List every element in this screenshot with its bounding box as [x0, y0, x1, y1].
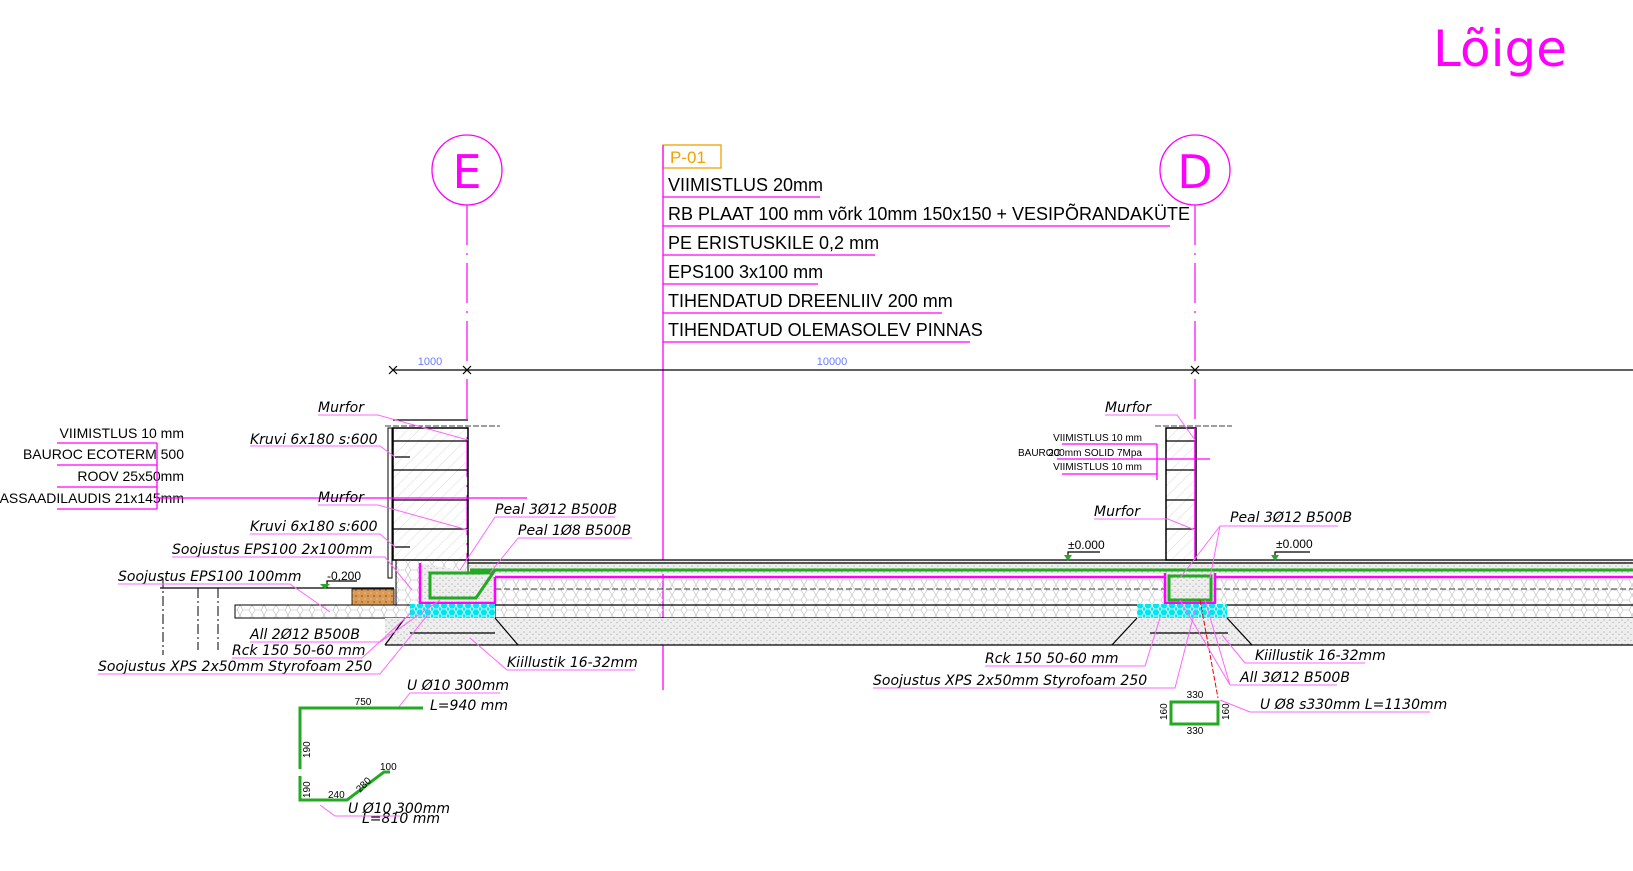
- label-peal-312: Peal 3Ø12 B500B: [495, 502, 617, 518]
- floor-layer: PE ERISTUSKILE 0,2 mm: [668, 233, 879, 253]
- dimension-line: 1000 10000: [388, 356, 1633, 375]
- label-murfor: Murfor: [1094, 504, 1141, 520]
- right-wall-layer-list: VIIMISTLUS 10 mm BAUROC 200mm SOLID 7Mpa…: [1018, 433, 1210, 480]
- label-murfor: Murfor: [318, 400, 365, 416]
- floor-type-code: P-01: [670, 148, 706, 167]
- label-peal: Peal 3Ø12 B500B: [1230, 510, 1352, 526]
- floor-layer: TIHENDATUD DREENLIIV 200 mm: [668, 291, 953, 311]
- wall-layer-prefix: BAUROC: [1018, 448, 1061, 459]
- wall-layer: 200mm SOLID 7Mpa: [1048, 448, 1142, 459]
- level-marker: -0,200: [327, 569, 361, 583]
- label-murfor: Murfor: [1105, 400, 1152, 416]
- level-marker: ±0.000: [1276, 537, 1313, 551]
- label-rck: Rck 150 50-60 mm: [985, 651, 1119, 667]
- grid-label-d: D: [1177, 145, 1212, 199]
- wall-layer: VIIMISTLUS 10 mm: [1053, 433, 1142, 444]
- label-u-bar: U Ø8 s330mm L=1130mm: [1260, 697, 1447, 713]
- label-kruvi: Kruvi 6x180 s:600: [250, 519, 378, 535]
- label-eps-2x100: Soojustus EPS100 2x100mm: [172, 542, 373, 558]
- floor-layer: TIHENDATUD OLEMASOLEV PINNAS: [668, 320, 983, 340]
- floor-layer: EPS100 3x100 mm: [668, 262, 823, 282]
- label-u-bar: U Ø10 300mm: [407, 678, 509, 694]
- label-peal-18: Peal 1Ø8 B500B: [518, 523, 631, 539]
- label-all: All 3Ø12 B500B: [1239, 670, 1350, 686]
- grid-bubble-d: D: [1159, 134, 1231, 560]
- right-annotations: Murfor Murfor Peal 3Ø12 B500B ±0.000 ±0.…: [873, 400, 1447, 713]
- wall-layer: BAUROC ECOTERM 500: [23, 446, 184, 462]
- left-bar-bending-detail: 750 190 190 100 280 240 U Ø10 300mm L=81…: [298, 697, 450, 827]
- dim-160-right: 160: [1221, 703, 1232, 720]
- grid-label-e: E: [452, 145, 481, 199]
- right-bar-bending-detail: 330 330 160 160: [1159, 690, 1232, 737]
- label-eps-100: Soojustus EPS100 100mm: [118, 569, 302, 585]
- label-u-bar-length: L=940 mm: [430, 698, 508, 714]
- left-wall: [160, 419, 519, 655]
- left-wall-layer-list: VIIMISTLUS 10 mm BAUROC ECOTERM 500 ROOV…: [0, 425, 527, 510]
- dim-330-top: 330: [1187, 690, 1204, 701]
- floor-slab: [234, 559, 1633, 646]
- dim-160-left: 160: [1159, 703, 1170, 720]
- floor-layer: VIIMISTLUS 20mm: [668, 175, 823, 195]
- dimension-10000: 10000: [817, 356, 848, 368]
- label-xps: Soojustus XPS 2x50mm Styrofoam 250: [873, 673, 1147, 689]
- level-marker: ±0.000: [1068, 538, 1105, 552]
- wall-layer: VIIMISTLUS 10 mm: [60, 425, 184, 441]
- label-rck: Rck 150 50-60 mm: [232, 643, 366, 659]
- label-kruvi: Kruvi 6x180 s:600: [250, 432, 378, 448]
- label-xps: Soojustus XPS 2x50mm Styrofoam 250: [98, 659, 372, 675]
- dim-190: 190: [302, 781, 313, 798]
- dim-240: 240: [328, 790, 345, 801]
- wall-layer: VIIMISTLUS 10 mm: [1053, 462, 1142, 473]
- wall-layer: FASSAADILAUDIS 21x145mm: [0, 490, 184, 506]
- bar-note: L=810 mm: [362, 811, 440, 827]
- dim-190: 190: [302, 741, 313, 758]
- label-all-212: All 2Ø12 B500B: [249, 627, 360, 643]
- left-annotations: Murfor Kruvi 6x180 s:600 Murfor Kruvi 6x…: [98, 400, 638, 714]
- label-kiillustik: Kiillustik 16-32mm: [1255, 648, 1386, 664]
- dim-750: 750: [355, 697, 372, 708]
- label-murfor: Murfor: [318, 490, 365, 506]
- dim-100: 100: [380, 762, 397, 773]
- bar-note: U Ø10 300mm: [348, 801, 450, 817]
- wall-layer: ROOV 25x50mm: [77, 468, 184, 484]
- dim-330-bottom: 330: [1187, 726, 1204, 737]
- sheet-title: Lõige: [1433, 20, 1567, 78]
- floor-type-legend: P-01 VIIMISTLUS 20mm RB PLAAT 100 mm võr…: [662, 144, 1190, 690]
- label-kiillustik: Kiillustik 16-32mm: [507, 655, 638, 671]
- right-wall: [1064, 425, 1310, 699]
- dimension-1000: 1000: [418, 356, 442, 368]
- floor-layer: RB PLAAT 100 mm võrk 10mm 150x150 + VESI…: [668, 203, 1190, 224]
